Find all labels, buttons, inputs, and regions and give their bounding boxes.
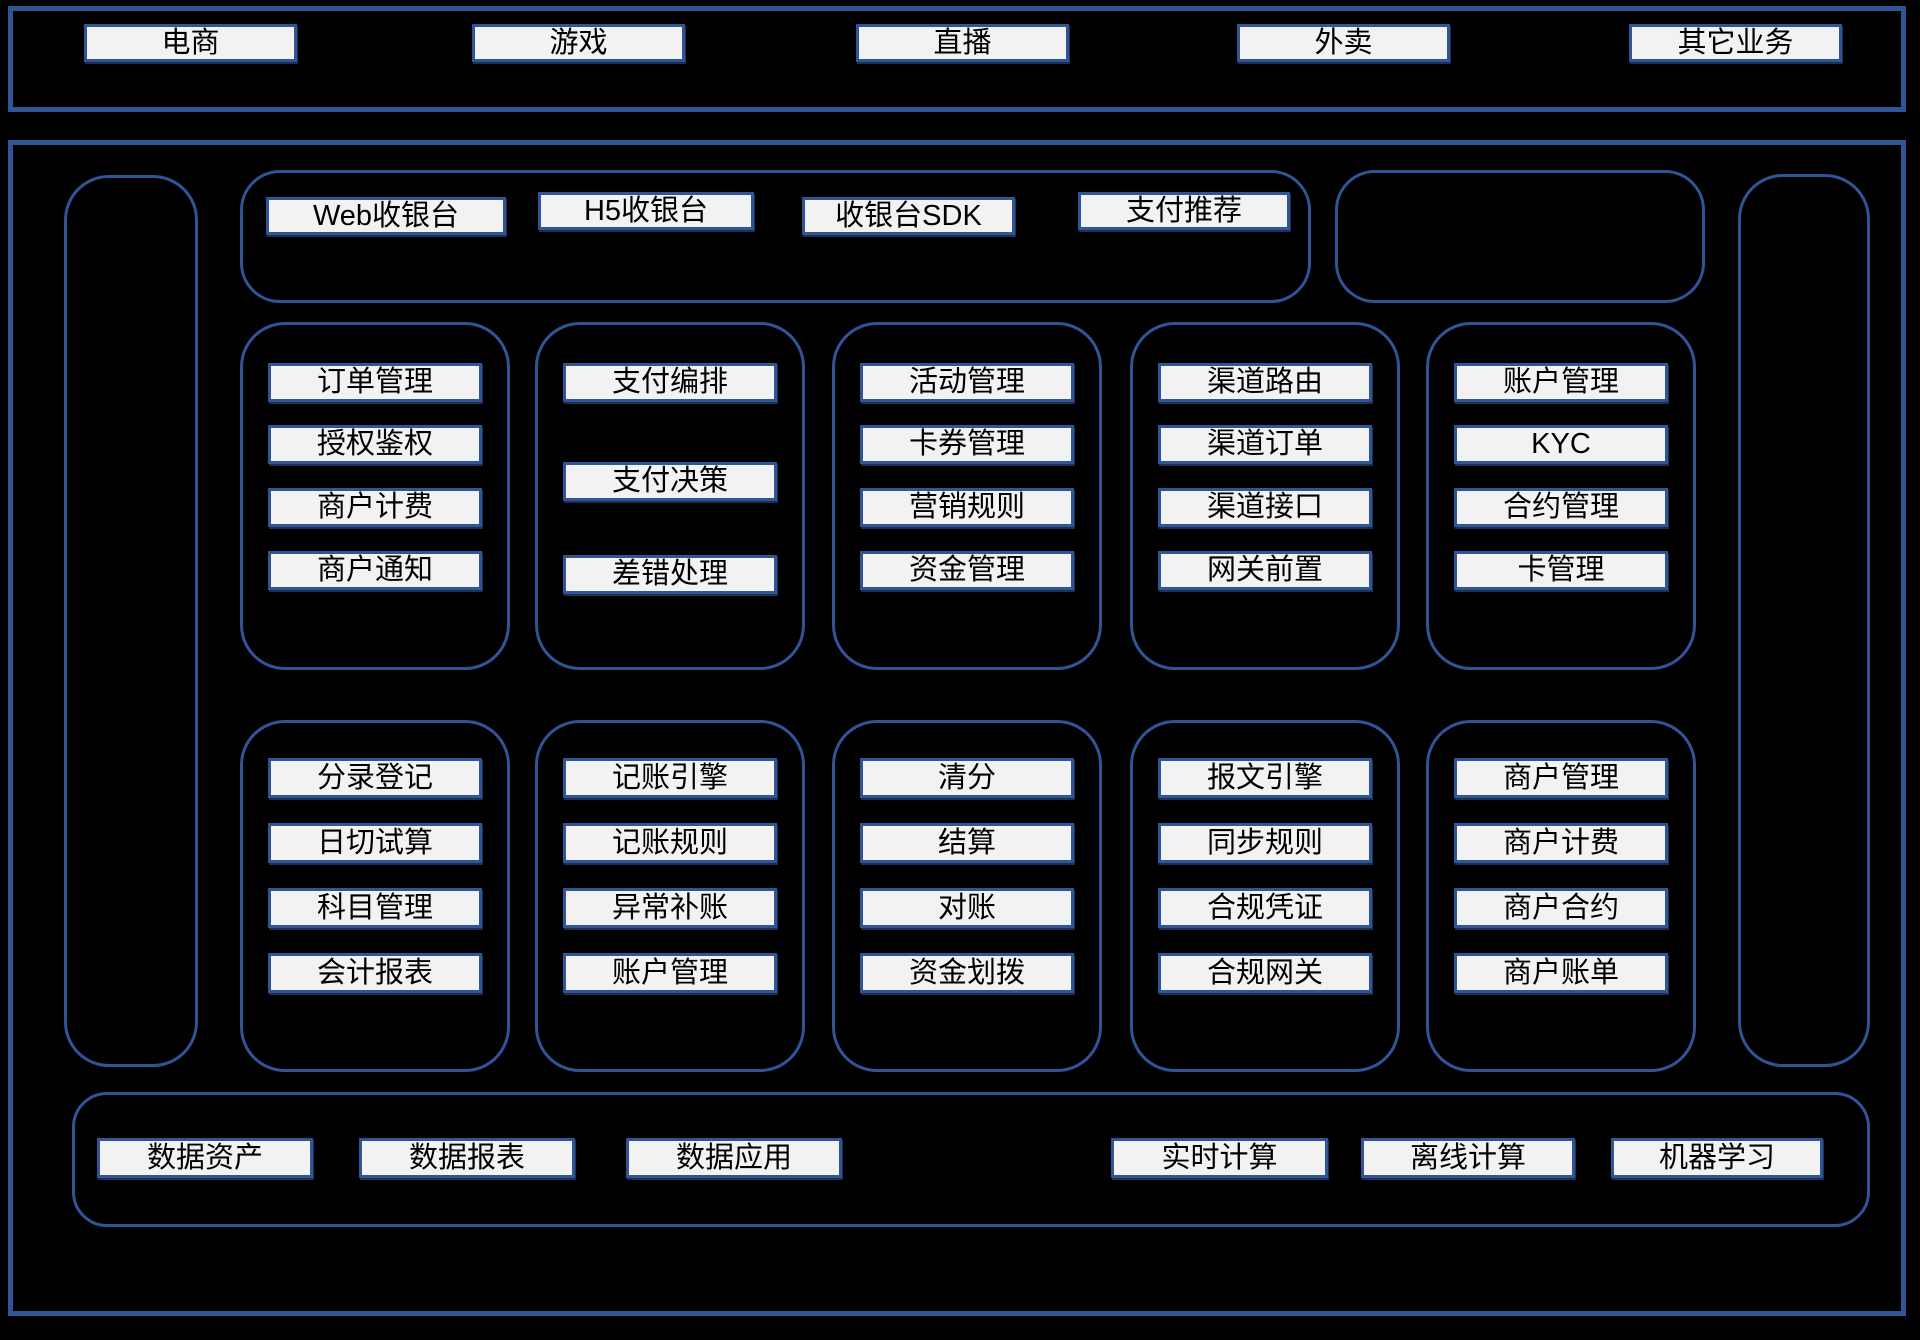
- row2-group-3: 清分 结算 对账 资金划拨: [832, 720, 1102, 1072]
- group-node: 营销规则: [860, 488, 1074, 527]
- row1-group-4: 渠道路由 渠道订单 渠道接口 网关前置: [1130, 322, 1400, 670]
- data-node: 数据应用: [626, 1138, 842, 1178]
- group-node: 商户通知: [268, 551, 482, 590]
- group-node: 合约管理: [1454, 488, 1668, 527]
- group-node: 清分: [860, 758, 1074, 798]
- row1-group-1: 订单管理 授权鉴权 商户计费 商户通知: [240, 322, 510, 670]
- row2-group-1: 分录登记 日切试算 科目管理 会计报表: [240, 720, 510, 1072]
- row1-group-3: 活动管理 卡券管理 营销规则 资金管理: [832, 322, 1102, 670]
- banner-item: 直播: [856, 24, 1069, 62]
- data-node: 数据资产: [97, 1138, 313, 1178]
- group-node: 渠道订单: [1158, 425, 1372, 464]
- data-node: 实时计算: [1111, 1138, 1328, 1178]
- data-node: 离线计算: [1361, 1138, 1575, 1178]
- group-node: 支付决策: [563, 462, 777, 501]
- row2-group-5: 商户管理 商户计费 商户合约 商户账单: [1426, 720, 1696, 1072]
- cashier-item: 支付推荐: [1078, 192, 1290, 230]
- banner-item: 其它业务: [1629, 24, 1842, 62]
- group-node: 结算: [860, 823, 1074, 863]
- group-node: 同步规则: [1158, 823, 1372, 863]
- right-sidebar: [1738, 174, 1870, 1067]
- data-node: 机器学习: [1611, 1138, 1823, 1178]
- group-node: 商户计费: [1454, 823, 1668, 863]
- row2-group-4: 报文引擎 同步规则 合规凭证 合规网关: [1130, 720, 1400, 1072]
- group-node: 卡券管理: [860, 425, 1074, 464]
- group-node: 渠道接口: [1158, 488, 1372, 527]
- group-node: 科目管理: [268, 888, 482, 928]
- group-node: 授权鉴权: [268, 425, 482, 464]
- group-node: 卡管理: [1454, 551, 1668, 590]
- group-node: 差错处理: [563, 555, 777, 594]
- left-sidebar: [64, 175, 198, 1067]
- data-node: 数据报表: [359, 1138, 575, 1178]
- group-node: 支付编排: [563, 363, 777, 402]
- group-node: 账户管理: [1454, 363, 1668, 402]
- reserved-section: [1335, 170, 1705, 303]
- group-node: 对账: [860, 888, 1074, 928]
- group-node: 合规网关: [1158, 953, 1372, 993]
- group-node: 合规凭证: [1158, 888, 1372, 928]
- group-node: 报文引擎: [1158, 758, 1372, 798]
- group-node: 商户计费: [268, 488, 482, 527]
- group-node: 异常补账: [563, 888, 777, 928]
- group-node: 资金管理: [860, 551, 1074, 590]
- group-node: 商户管理: [1454, 758, 1668, 798]
- group-node: 活动管理: [860, 363, 1074, 402]
- banner-item: 游戏: [472, 24, 685, 62]
- group-node: 资金划拨: [860, 953, 1074, 993]
- group-node: 记账引擎: [563, 758, 777, 798]
- banner-item: 电商: [84, 24, 297, 62]
- group-node: 网关前置: [1158, 551, 1372, 590]
- group-node: 渠道路由: [1158, 363, 1372, 402]
- group-node: KYC: [1454, 425, 1668, 464]
- cashier-section: Web收银台 H5收银台 收银台SDK 支付推荐: [240, 170, 1311, 303]
- top-banner: 电商 游戏 直播 外卖 其它业务: [8, 6, 1906, 112]
- group-node: 会计报表: [268, 953, 482, 993]
- cashier-item: H5收银台: [538, 192, 754, 230]
- group-node: 账户管理: [563, 953, 777, 993]
- row2-group-2: 记账引擎 记账规则 异常补账 账户管理: [535, 720, 805, 1072]
- main-container: Web收银台 H5收银台 收银台SDK 支付推荐 订单管理 授权鉴权 商户计费 …: [8, 140, 1906, 1316]
- data-platform-section: 数据资产 数据报表 数据应用 实时计算 离线计算 机器学习: [72, 1092, 1870, 1227]
- group-node: 商户合约: [1454, 888, 1668, 928]
- group-node: 日切试算: [268, 823, 482, 863]
- group-node: 订单管理: [268, 363, 482, 402]
- cashier-item: Web收银台: [266, 197, 506, 235]
- group-node: 记账规则: [563, 823, 777, 863]
- banner-item: 外卖: [1237, 24, 1450, 62]
- row1-group-2: 支付编排 支付决策 差错处理: [535, 322, 805, 670]
- row1-group-5: 账户管理 KYC 合约管理 卡管理: [1426, 322, 1696, 670]
- group-node: 分录登记: [268, 758, 482, 798]
- cashier-item: 收银台SDK: [802, 197, 1015, 235]
- group-node: 商户账单: [1454, 953, 1668, 993]
